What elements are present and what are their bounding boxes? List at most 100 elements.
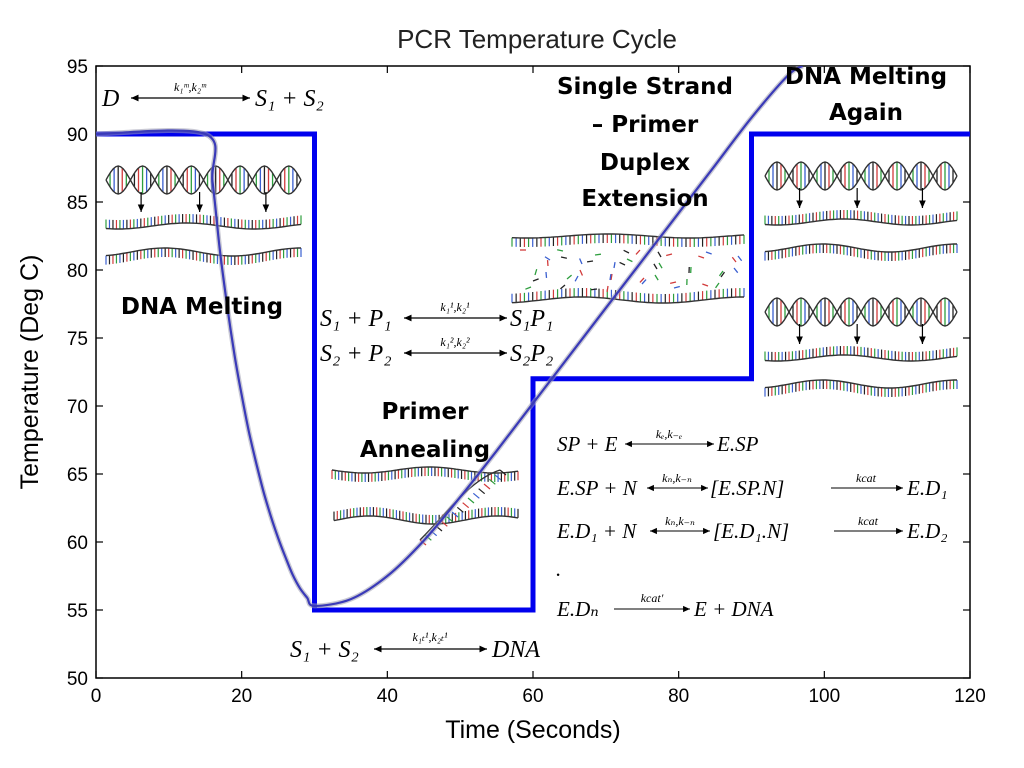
- equation-rate-label: kₑ,k₋ₑ: [656, 427, 682, 441]
- equation-right: E.D₁: [906, 476, 948, 500]
- equation-ellipsis: .: [556, 557, 561, 581]
- free-nucleotide: [670, 281, 677, 285]
- free-nucleotide: [720, 271, 726, 278]
- equation-kcat-label: kcat: [858, 514, 879, 528]
- equation-right: S₁P₁: [510, 306, 553, 332]
- stage-label-annealing-line1: Primer: [382, 399, 470, 425]
- y-tick-label: 70: [67, 397, 88, 418]
- y-tick-label: 95: [67, 57, 88, 78]
- annealing-dna-illustration: [331, 466, 519, 546]
- primer-base: [462, 502, 470, 509]
- free-nucleotide: [594, 253, 602, 256]
- y-tick-label: 90: [67, 125, 88, 146]
- free-nucleotide: [525, 286, 532, 290]
- equation-rate-label: k₁¹,k₂¹: [440, 300, 470, 314]
- equation-kcat-label: kcat': [641, 591, 664, 605]
- equation-right: E + DNA: [693, 597, 774, 621]
- backbone: [105, 222, 302, 230]
- free-nucleotide: [733, 267, 739, 274]
- primer-base: [499, 469, 507, 476]
- equation-enzyme-n: E.Dₙ kcat' E + DNA: [556, 591, 774, 621]
- free-nucleotide: [731, 256, 737, 263]
- free-nucleotide: [641, 279, 647, 285]
- x-tick-label: 0: [91, 686, 102, 707]
- backbone: [105, 165, 302, 195]
- series-smooth-curve: [96, 66, 804, 608]
- free-nucleotide: [653, 263, 658, 270]
- free-nucleotide: [556, 249, 564, 252]
- x-tick-label: 40: [377, 686, 398, 707]
- y-tick-label: 55: [67, 601, 88, 622]
- free-nucleotide: [619, 261, 626, 266]
- series-step-line: [96, 131, 970, 613]
- equation-left: SP + E: [557, 432, 618, 456]
- equation-left: S₁ + P₁: [320, 306, 392, 332]
- equation-rate-label: kₙ,k₋ₙ: [665, 514, 695, 528]
- primer-base: [494, 474, 502, 481]
- stage-label-melting: DNA Melting: [121, 294, 283, 320]
- equation-left: E.D₁ + N: [556, 519, 637, 543]
- equation-enzyme-3: E.D₁ + N kₙ,k₋ₙ [E.D₁.N] kcat E.D₂: [556, 514, 948, 543]
- free-nucleotide: [705, 251, 712, 255]
- backbone: [333, 515, 519, 525]
- backbone: [764, 297, 958, 327]
- free-nucleotide: [586, 260, 594, 263]
- free-nucleotide: [715, 282, 720, 289]
- free-nucleotide: [702, 283, 709, 287]
- equation-right: S₁ + S₂: [255, 86, 324, 112]
- free-nucleotide: [579, 258, 583, 265]
- backbone: [331, 466, 519, 474]
- free-nucleotide: [737, 255, 743, 262]
- free-nucleotide: [658, 262, 663, 269]
- x-tick-label: 100: [808, 686, 840, 707]
- stage-label-extension-line3: Duplex: [600, 150, 690, 176]
- primer-base: [446, 516, 454, 523]
- melting-again-dna-illustration-1: [764, 161, 958, 261]
- equation-rate-label: kₙ,k₋ₙ: [662, 471, 692, 485]
- free-nucleotide: [532, 278, 539, 282]
- free-nucleotide: [606, 285, 609, 293]
- free-nucleotide: [673, 285, 680, 289]
- stage-label-melting-again-line2: Again: [829, 100, 903, 126]
- y-tick-label: 85: [67, 193, 88, 214]
- free-nucleotide: [657, 251, 662, 258]
- free-nucleotide: [654, 274, 659, 281]
- backbone: [764, 354, 958, 362]
- primer-base: [483, 483, 491, 490]
- equation-melt: D k₁ᵐ,k₂ᵐ S₁ + S₂: [101, 80, 324, 112]
- equation-right: E.D₂: [906, 519, 948, 543]
- y-tick-label: 65: [67, 465, 88, 486]
- primer-base: [451, 511, 459, 518]
- free-nucleotide: [534, 269, 538, 276]
- equation-reanneal: S₁ + S₂ k₁ₜ¹,k₂ₜ¹ DNA: [290, 630, 540, 663]
- equation-rate-label: k₁ₜ¹,k₂ₜ¹: [412, 630, 448, 644]
- free-nucleotide: [666, 253, 673, 257]
- backbone: [511, 296, 744, 304]
- primer-base: [472, 492, 480, 499]
- stage-label-annealing-line2: Annealing: [360, 437, 490, 463]
- equation-anneal-2: S₂ + P₂ k₁²,k₂² S₂P₂: [320, 335, 553, 367]
- free-nucleotide: [635, 249, 641, 255]
- primer-base: [488, 478, 496, 485]
- equation-enzyme-2: E.SP + N kₙ,k₋ₙ [E.SP.N] kcat E.D₁: [556, 471, 948, 500]
- equation-intermediate: [E.SP.N]: [710, 476, 784, 500]
- stage-label-extension-line2: – Primer: [592, 112, 699, 138]
- equation-intermediate: [E.D₁.N]: [713, 519, 789, 543]
- free-nucleotide: [590, 288, 598, 291]
- free-nucleotide: [609, 273, 612, 281]
- chart-title: PCR Temperature Cycle: [397, 24, 677, 54]
- stage-label-extension-line1: Single Strand: [557, 74, 733, 100]
- y-tick-label: 50: [67, 669, 88, 690]
- backbone: [105, 247, 301, 257]
- x-tick-label: 120: [954, 686, 986, 707]
- melting-again-dna-illustration-2: [764, 297, 958, 397]
- equation-left: S₁ + S₂: [290, 637, 359, 663]
- free-nucleotide: [545, 271, 548, 279]
- free-nucleotide: [639, 277, 645, 283]
- free-nucleotide: [560, 256, 568, 259]
- equation-rate-label: k₁ᵐ,k₂ᵐ: [174, 80, 207, 94]
- backbone: [764, 218, 958, 226]
